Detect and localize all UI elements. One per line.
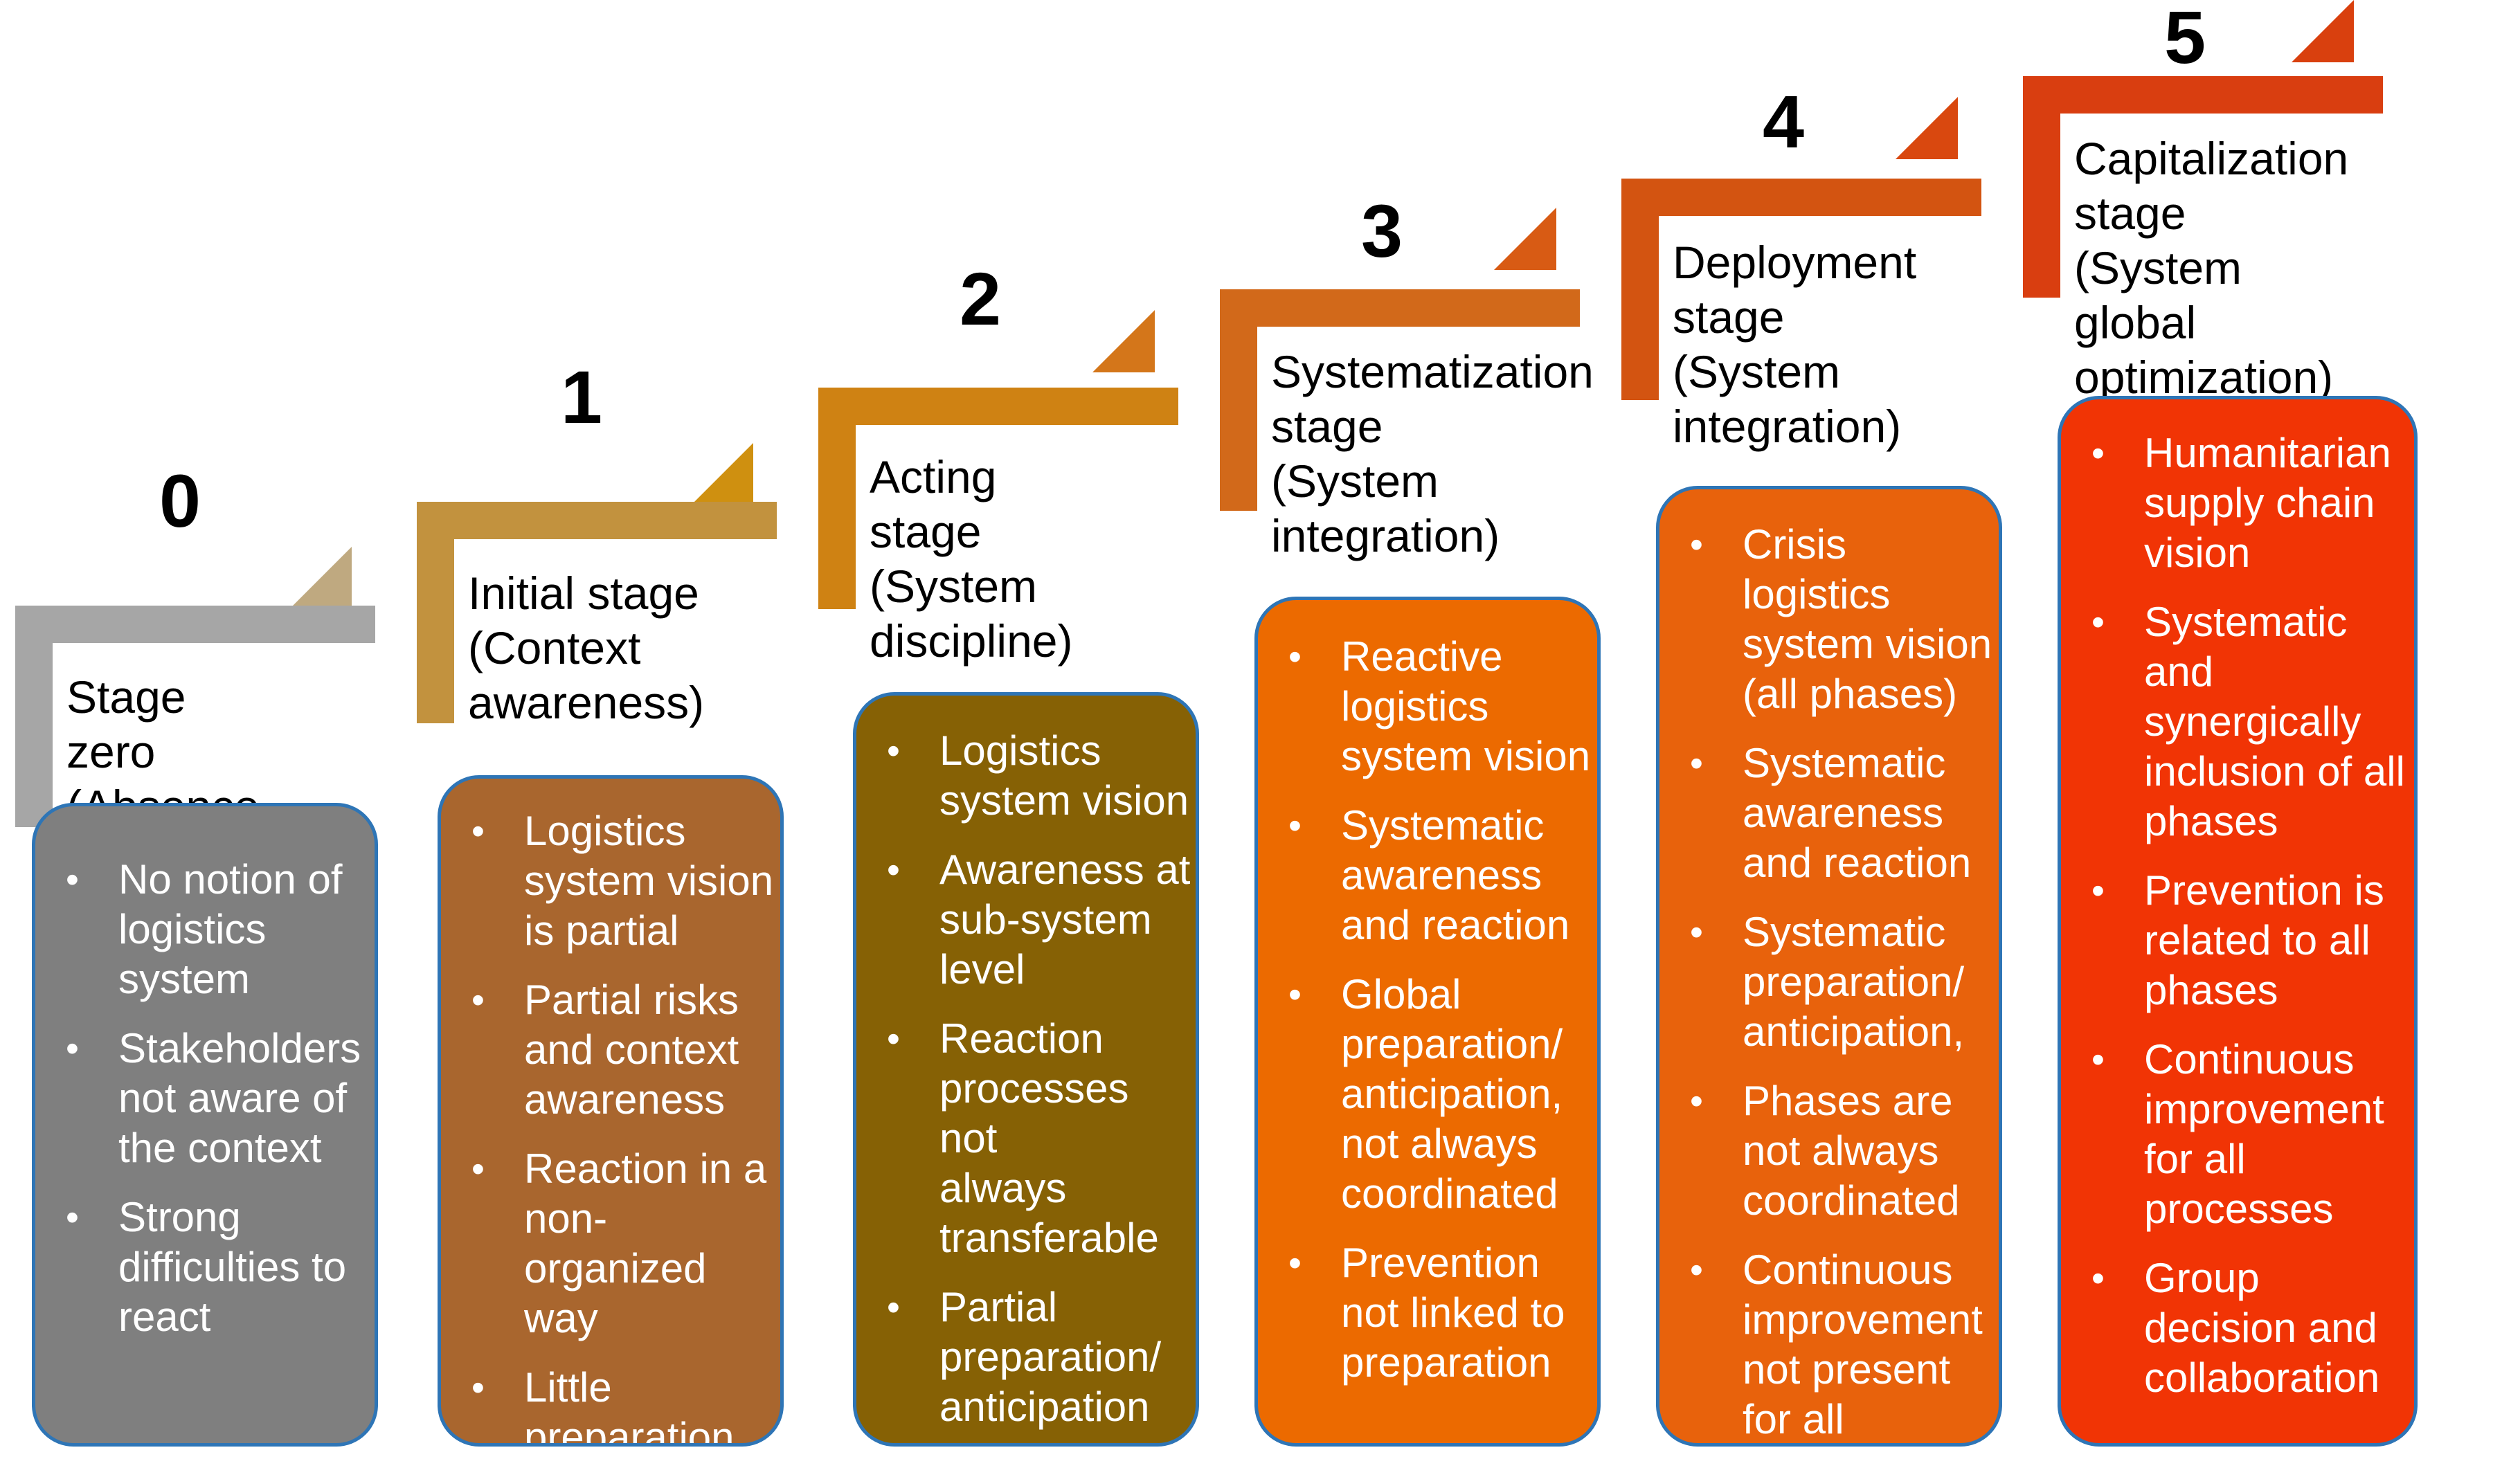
list-item: Global preparation/ anticipation, not al…	[1258, 970, 1597, 1219]
stage-number-label: 2	[960, 257, 1001, 341]
stage-number-label: 1	[561, 355, 602, 439]
list-item: Logistics system vision	[856, 726, 1196, 826]
stage-heading: Initial stage (Context awareness)	[468, 568, 705, 728]
list-item: Continuous improvement not present for a…	[1659, 1245, 1999, 1443]
step-riser-triangle-icon	[1494, 208, 1556, 270]
stage-number-label: 3	[1361, 189, 1403, 273]
step-leg-bar	[818, 388, 856, 609]
list-item: Reaction processes not always transferab…	[856, 1014, 1196, 1263]
list-item: No notion of logistics system	[35, 855, 375, 1004]
list-item: Systematic and synergically inclusion of…	[2061, 597, 2414, 846]
step-leg-bar	[1220, 289, 1257, 511]
stage-heading: Capitalization stage (System global opti…	[2074, 133, 2349, 403]
list-item: Systematic awareness and reaction	[1659, 738, 1999, 888]
step-tread-bar	[1621, 179, 1981, 216]
list-item: Group decision and collaboration	[2061, 1253, 2414, 1403]
list-item: Continuous improvement for all processes	[2061, 1035, 2414, 1234]
step-tread-bar	[2023, 76, 2383, 114]
step-tread-bar	[1220, 289, 1580, 327]
list-item: Little preparation	[441, 1363, 780, 1443]
list-item: Prevention is related to all phases	[2061, 866, 2414, 1015]
characteristics-list: Logistics system visionAwareness at sub-…	[856, 726, 1196, 1443]
step-tread-bar	[818, 388, 1178, 425]
step-riser-triangle-icon	[1896, 97, 1958, 159]
step-leg-bar	[15, 606, 53, 827]
stage-characteristics-panel: Crisis logistics system vision (all phas…	[1656, 486, 2002, 1447]
stage-characteristics-panel: Humanitarian supply chain visionSystemat…	[2058, 396, 2418, 1447]
step-riser-triangle-icon	[2292, 0, 2354, 62]
stage-characteristics-panel: Logistics system visionAwareness at sub-…	[853, 692, 1199, 1447]
stage-heading: Deployment stage (System integration)	[1673, 237, 1917, 452]
step-leg-bar	[417, 502, 454, 723]
list-item: Partial risks and context awareness	[441, 975, 780, 1125]
list-item: Reaction in a non-organized way	[441, 1144, 780, 1343]
characteristics-list: Crisis logistics system vision (all phas…	[1659, 520, 1999, 1443]
list-item: Phases are not always coordinated	[1659, 1076, 1999, 1226]
stage-characteristics-panel: Logistics system vision is partialPartia…	[438, 775, 784, 1447]
list-item: Crisis logistics system vision (all phas…	[1659, 520, 1999, 719]
stage-heading: Acting stage (System discipline)	[870, 451, 1073, 667]
list-item: Systematic awareness and reaction	[1258, 801, 1597, 950]
list-item: Logistics system vision is partial	[441, 806, 780, 956]
characteristics-list: Reactive logistics system visionSystemat…	[1258, 632, 1597, 1407]
list-item: Awareness at sub-system level	[856, 845, 1196, 995]
characteristics-list: Logistics system vision is partialPartia…	[441, 806, 780, 1443]
characteristics-list: Humanitarian supply chain visionSystemat…	[2061, 428, 2414, 1422]
list-item: Partial preparation/ anticipation	[856, 1283, 1196, 1432]
characteristics-list: No notion of logistics systemStakeholder…	[35, 855, 375, 1361]
step-tread-bar	[417, 502, 777, 539]
list-item: Humanitarian supply chain vision	[2061, 428, 2414, 578]
stage-characteristics-panel: Reactive logistics system visionSystemat…	[1254, 597, 1601, 1447]
stage-number-label: 0	[159, 459, 201, 543]
step-riser-triangle-icon	[1092, 310, 1155, 372]
list-item: Systematic preparation/ anticipation,	[1659, 907, 1999, 1057]
step-leg-bar	[2023, 76, 2060, 298]
step-tread-bar	[15, 606, 375, 643]
list-item: Prevention not linked to preparation	[1258, 1238, 1597, 1388]
step-riser-triangle-icon	[691, 443, 753, 505]
step-leg-bar	[1621, 179, 1659, 400]
list-item: Reactive logistics system vision	[1258, 632, 1597, 781]
stage-heading: Systematization stage (System integratio…	[1271, 346, 1594, 561]
list-item: Strong difficulties to react	[35, 1193, 375, 1342]
step-riser-triangle-icon	[289, 547, 352, 609]
stage-number-label: 4	[1763, 80, 1804, 163]
stage-characteristics-panel: No notion of logistics systemStakeholder…	[32, 803, 378, 1447]
list-item: Stakeholders not aware of the context	[35, 1024, 375, 1173]
stage-number-label: 5	[2164, 0, 2206, 79]
